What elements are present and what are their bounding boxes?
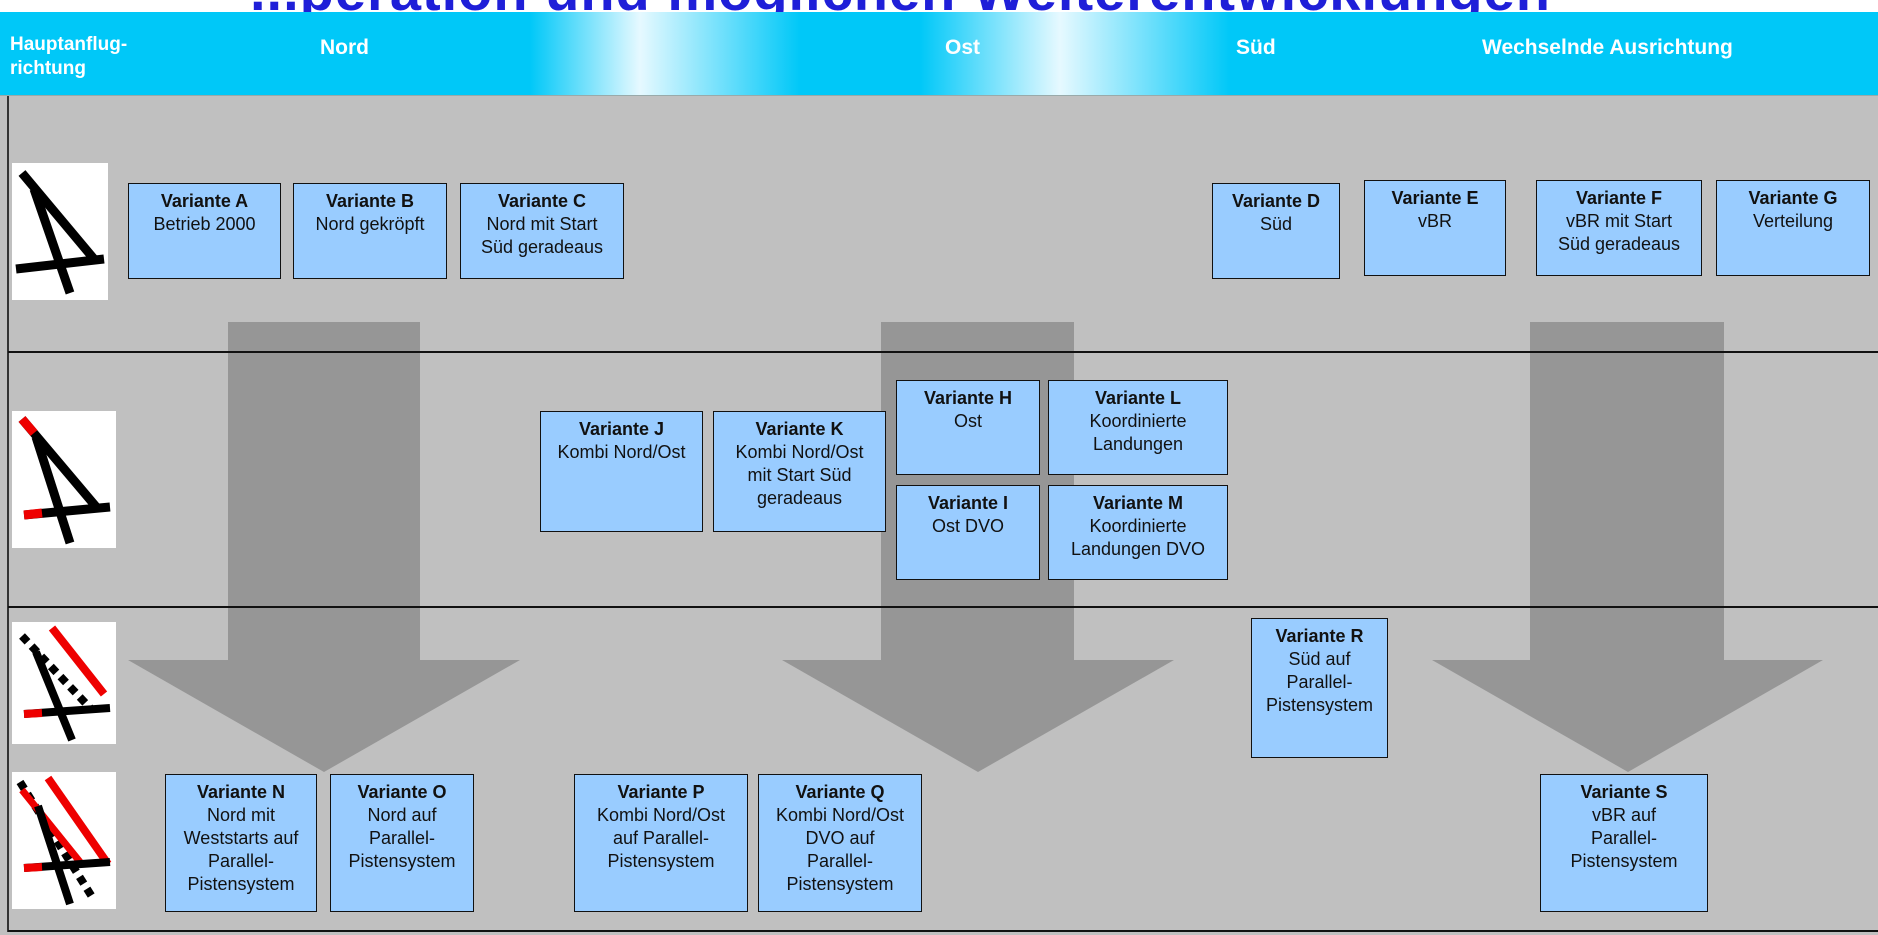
- variant-g-title: Variante G: [1748, 188, 1838, 208]
- variant-b-desc: Nord gekröpft: [315, 214, 425, 234]
- runway-3-modified-icon: [12, 411, 116, 548]
- variant-i-box: Variante I Ost DVO: [896, 485, 1040, 580]
- variant-g-box: Variante G Verteilung: [1716, 180, 1870, 276]
- column-header-sued: Süd: [1236, 36, 1276, 59]
- row-divider-2: [8, 606, 1878, 608]
- variant-q-box: Variante Q Kombi Nord/Ost DVO auf Parall…: [758, 774, 922, 912]
- variant-i-desc: Ost DVO: [931, 516, 1004, 536]
- variant-d-desc: Süd: [1259, 214, 1293, 234]
- variant-s-box: Variante S vBR auf Parallel- Pistensyste…: [1540, 774, 1708, 912]
- variant-j-box: Variante J Kombi Nord/Ost: [540, 411, 703, 532]
- variant-l-title: Variante L: [1094, 388, 1182, 408]
- variant-q-title: Variante Q: [795, 782, 885, 802]
- variant-s-title: Variante S: [1580, 782, 1668, 802]
- arrow-nord: [128, 322, 520, 772]
- variant-n-desc: Nord mit Weststarts auf Parallel- Pisten…: [183, 805, 299, 894]
- variant-l-box: Variante L Koordinierte Landungen: [1048, 380, 1228, 475]
- variant-k-box: Variante K Kombi Nord/Ost mit Start Süd …: [713, 411, 886, 532]
- variant-s-desc: vBR auf Parallel- Pistensystem: [1570, 805, 1678, 871]
- title-strip: ...peration und möglichen Weiterentwickl…: [0, 0, 1878, 12]
- variant-f-box: Variante F vBR mit Start Süd geradeaus: [1536, 180, 1702, 276]
- variant-h-box: Variante H Ost: [896, 380, 1040, 475]
- runway-parallel-icon: [12, 622, 116, 744]
- variant-o-title: Variante O: [357, 782, 447, 802]
- variant-a-box: Variante A Betrieb 2000: [128, 183, 281, 279]
- header-bar: Hauptanflug- richtung Nord Ost Süd Wechs…: [0, 12, 1878, 96]
- variant-q-desc: Kombi Nord/Ost DVO auf Parallel- Pistens…: [775, 805, 905, 894]
- variant-f-desc: vBR mit Start Süd geradeaus: [1557, 211, 1681, 254]
- grid-bottom-border: [8, 930, 1878, 932]
- variant-c-box: Variante C Nord mit Start Süd geradeaus: [460, 183, 624, 279]
- runway-parallel-full-icon: [12, 772, 116, 909]
- variant-e-desc: vBR: [1417, 211, 1452, 231]
- variant-h-title: Variante H: [923, 388, 1013, 408]
- page-title: ...peration und möglichen Weiterentwickl…: [250, 0, 1551, 12]
- variant-p-desc: Kombi Nord/Ost auf Parallel- Pistensyste…: [596, 805, 726, 871]
- row-divider-1: [8, 351, 1878, 353]
- variant-d-title: Variante D: [1231, 191, 1321, 211]
- column-header-ost: Ost: [945, 36, 981, 59]
- column-header-nord: Nord: [320, 36, 369, 59]
- variant-c-title: Variante C: [497, 191, 587, 211]
- variant-l-desc: Koordinierte Landungen: [1089, 411, 1187, 454]
- variant-b-title: Variante B: [325, 191, 415, 211]
- variant-n-title: Variante N: [196, 782, 286, 802]
- variant-e-title: Variante E: [1391, 188, 1479, 208]
- variant-i-title: Variante I: [927, 493, 1009, 513]
- variant-o-box: Variante O Nord auf Parallel- Pistensyst…: [330, 774, 474, 912]
- variant-a-title: Variante A: [160, 191, 249, 211]
- row-header-label: Hauptanflug- richtung: [10, 34, 128, 79]
- variant-k-title: Variante K: [755, 419, 844, 439]
- variant-f-title: Variante F: [1575, 188, 1663, 208]
- variant-r-title: Variante R: [1275, 626, 1364, 646]
- variant-m-box: Variante M Koordinierte Landungen DVO: [1048, 485, 1228, 580]
- variant-e-box: Variante E vBR: [1364, 180, 1506, 276]
- variant-p-box: Variante P Kombi Nord/Ost auf Parallel- …: [574, 774, 748, 912]
- variant-c-desc: Nord mit Start Süd geradeaus: [480, 214, 604, 257]
- variant-b-box: Variante B Nord gekröpft: [293, 183, 447, 279]
- variant-r-box: Variante R Süd auf Parallel- Pistensyste…: [1251, 618, 1388, 758]
- variant-m-desc: Koordinierte Landungen DVO: [1070, 516, 1206, 559]
- column-header-wechselnde: Wechselnde Ausrichtung: [1482, 36, 1733, 59]
- grid-left-border: [7, 96, 9, 932]
- variant-k-desc: Kombi Nord/Ost mit Start Süd geradeaus: [735, 442, 864, 508]
- variant-g-desc: Verteilung: [1752, 211, 1834, 231]
- runway-3-icon: [12, 163, 108, 300]
- arrow-wechselnde: [1432, 322, 1823, 772]
- variant-p-title: Variante P: [617, 782, 705, 802]
- variant-j-desc: Kombi Nord/Ost: [557, 442, 686, 462]
- variant-a-desc: Betrieb 2000: [153, 214, 256, 234]
- variant-h-desc: Ost: [953, 411, 982, 431]
- variant-o-desc: Nord auf Parallel- Pistensystem: [348, 805, 456, 871]
- variant-n-box: Variante N Nord mit Weststarts auf Paral…: [165, 774, 317, 912]
- variant-j-title: Variante J: [578, 419, 665, 439]
- variant-d-box: Variante D Süd: [1212, 183, 1340, 279]
- variant-r-desc: Süd auf Parallel- Pistensystem: [1265, 649, 1374, 715]
- variant-m-title: Variante M: [1092, 493, 1184, 513]
